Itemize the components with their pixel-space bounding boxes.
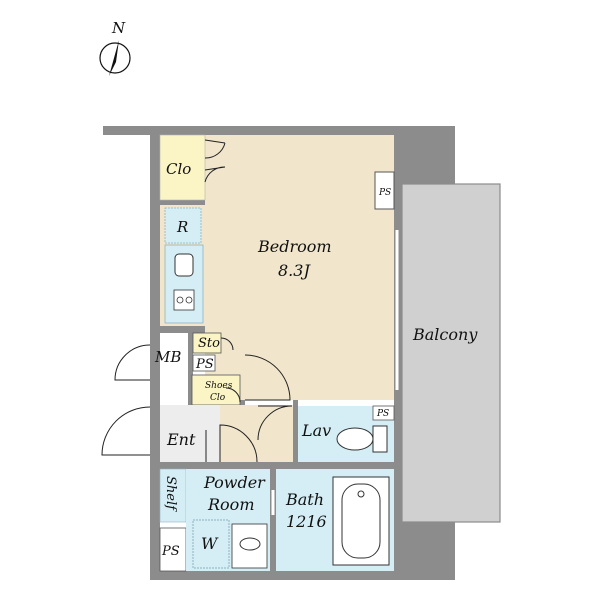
rooms [159, 134, 501, 572]
lav-label: Lav [301, 421, 331, 440]
closet-area [159, 134, 206, 201]
shoes-label: Shoes [205, 381, 233, 391]
entry-door-icon [101, 406, 151, 456]
clo-label: Clo [166, 160, 191, 178]
labels: Clo Bedroom 8.3J R PS Sto MB PS Shoes Cl… [154, 160, 478, 559]
ent-label: Ent [166, 430, 196, 449]
powder-label: Powder [203, 473, 266, 492]
bedroom-lower-area [245, 352, 394, 400]
partition-clo [160, 200, 205, 205]
powder-door-icon [219, 424, 258, 463]
hall-area [220, 405, 293, 462]
sto-label: Sto [198, 336, 220, 351]
closet-door-icon [204, 139, 226, 183]
bedroom-door-icon [244, 354, 291, 401]
compass: N [99, 19, 131, 76]
entrance-area [160, 405, 220, 462]
balcony-label: Balcony [412, 325, 478, 344]
shelf-label: Shelf [163, 476, 178, 512]
shoes-clo-label: Clo [210, 393, 226, 403]
shelf-area [159, 468, 187, 523]
shoes-clo-area [191, 374, 241, 406]
partition-mb [188, 326, 193, 406]
bedroom-size-label: 8.3J [278, 261, 311, 280]
bath-size-label: 1216 [286, 512, 327, 531]
fridge-space [164, 207, 202, 244]
ps-mid-box [192, 354, 216, 372]
ps-lav-box [372, 405, 395, 421]
mb-door-icon [114, 344, 151, 381]
stove-icon [173, 289, 195, 311]
ps-bottom-label: PS [161, 544, 180, 559]
basin-icon [239, 537, 261, 551]
north-arrow-icon [109, 40, 119, 76]
balcony-floor-slab [402, 522, 438, 580]
sto-area [192, 332, 222, 354]
sink-icon [174, 253, 194, 277]
bath-label: Bath [285, 490, 324, 509]
right-wall-top [394, 126, 455, 184]
ps-lav-label: PS [376, 409, 389, 419]
w-label: W [201, 534, 219, 553]
powder-room-label: Room [207, 495, 254, 514]
ps-mid-label: PS [195, 357, 214, 372]
partition-powder [270, 462, 276, 580]
r-label: R [176, 218, 188, 236]
washer-space [192, 519, 230, 569]
compass-north-label: N [111, 19, 126, 37]
ps-top-box [374, 171, 395, 210]
bathtub-icon [332, 476, 390, 566]
ps-top-label: PS [378, 188, 391, 198]
partition-lav [293, 400, 298, 469]
sto-door-icon [220, 337, 234, 351]
ps-bottom-box [159, 527, 187, 572]
bedroom-label: Bedroom [257, 237, 332, 256]
toilet-icon [336, 425, 388, 453]
doors [101, 139, 399, 515]
shoes-door-icon [225, 387, 241, 403]
lav-door-icon [257, 405, 293, 441]
mb-label: MB [154, 348, 181, 366]
top-wall [103, 126, 455, 135]
right-wall-bottom [435, 522, 455, 580]
balcony-area [401, 183, 501, 523]
left-wall [150, 126, 160, 580]
